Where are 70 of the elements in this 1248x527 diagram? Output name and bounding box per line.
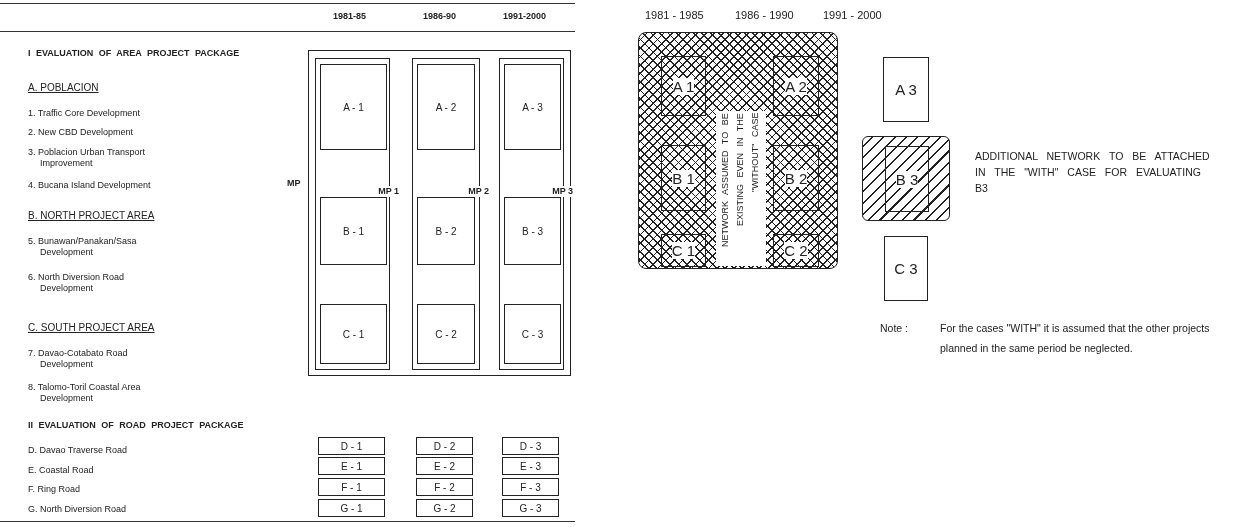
project-name: 3. Poblacion Urban Transport Improvement: [28, 147, 147, 169]
road-project-box: F - 3: [502, 478, 559, 496]
road-project-box: G - 1: [318, 499, 385, 517]
project-box: A - 1: [320, 64, 387, 150]
project-name: E. Coastal Road: [28, 465, 95, 476]
project-box: B - 3: [504, 197, 561, 265]
project-box: [661, 56, 706, 116]
road-project-box: E - 2: [416, 457, 473, 475]
project-name: F. Ring Road: [28, 484, 82, 495]
column-heading: 1981-85: [333, 11, 368, 22]
project-name: D. Davao Traverse Road: [28, 445, 129, 456]
network-note: NETWORK ASSUMED TO BE EXISTING EVEN IN THE "WITHOUT" CASE: [716, 111, 766, 266]
project-code: B 3: [895, 170, 919, 188]
column-heading: 1986-90: [423, 11, 458, 22]
column-heading: 1986 - 1990: [735, 10, 795, 21]
project-name: 5. Bunawan/Panakan/Sasa Development: [28, 236, 138, 258]
project-name: 8. Talomo-Toril Coastal Area Development: [28, 382, 142, 404]
crosshatched-network-area: [638, 32, 838, 269]
road-project-box: E - 1: [318, 457, 385, 475]
period-label: MP 2: [468, 186, 489, 197]
project-box: C - 2: [417, 304, 475, 364]
group-heading: B. NORTH PROJECT AREA: [28, 210, 156, 221]
road-project-box: F - 1: [318, 478, 385, 496]
project-box: [885, 146, 929, 212]
project-box: C 3: [884, 236, 928, 301]
project-name: 2. New CBD Development: [28, 127, 135, 138]
road-project-box: D - 1: [318, 437, 385, 455]
period-label: MP: [287, 178, 301, 189]
road-project-box: D - 2: [416, 437, 473, 455]
project-box: B - 2: [417, 197, 475, 265]
project-name: 1. Traffic Core Development: [28, 108, 141, 119]
period-label: MP 1: [378, 186, 399, 197]
column-heading: 1991 - 2000: [823, 10, 883, 21]
project-code: A 1: [672, 77, 695, 95]
note-text: For the cases "WITH" it is assumed that the other projects planned in the same period be neglected.: [940, 321, 1211, 356]
road-project-box: D - 3: [502, 437, 559, 455]
project-box: [773, 145, 819, 211]
road-project-box: G - 2: [416, 499, 473, 517]
project-name: 6. North Diversion Road Development: [28, 272, 126, 294]
note-label: Note :: [880, 321, 909, 336]
road-project-box: F - 2: [416, 478, 473, 496]
project-box: B - 1: [320, 197, 387, 265]
group-heading: C. SOUTH PROJECT AREA: [28, 322, 156, 333]
project-name: 7. Davao-Cotabato Road Development: [28, 348, 129, 370]
section-heading: I EVALUATION OF AREA PROJECT PACKAGE: [28, 48, 241, 59]
column-heading: 1981 - 1985: [645, 10, 705, 21]
project-box: A - 2: [417, 64, 475, 150]
hatched-network-area: [862, 136, 950, 221]
project-name: G. North Diversion Road: [28, 504, 128, 515]
road-project-box: G - 3: [502, 499, 559, 517]
column-heading: 1991-2000: [503, 11, 548, 22]
project-box: [661, 234, 706, 267]
period-label: MP 3: [552, 186, 573, 197]
project-box: C - 3: [504, 304, 561, 364]
project-box: A 3: [883, 57, 929, 122]
project-box: C - 1: [320, 304, 387, 364]
group-heading: A. POBLACION: [28, 82, 100, 93]
project-code: B 2: [784, 169, 808, 187]
annotation-text: ADDITIONAL NETWORK TO BE ATTACHED IN THE "WITH" CASE FOR EVALUATING B3: [975, 149, 1211, 196]
project-box: [661, 145, 706, 211]
project-code: C 2: [784, 242, 808, 259]
project-code: A 2: [785, 77, 807, 95]
project-box: [773, 234, 819, 267]
project-box: [773, 56, 819, 116]
project-code: B 1: [672, 169, 695, 187]
project-box: A - 3: [504, 64, 561, 150]
section-heading: II EVALUATION OF ROAD PROJECT PACKAGE: [28, 420, 245, 431]
road-project-box: E - 3: [502, 457, 559, 475]
project-name: 4. Bucana Island Development: [28, 180, 152, 191]
project-code: C 1: [671, 242, 696, 259]
